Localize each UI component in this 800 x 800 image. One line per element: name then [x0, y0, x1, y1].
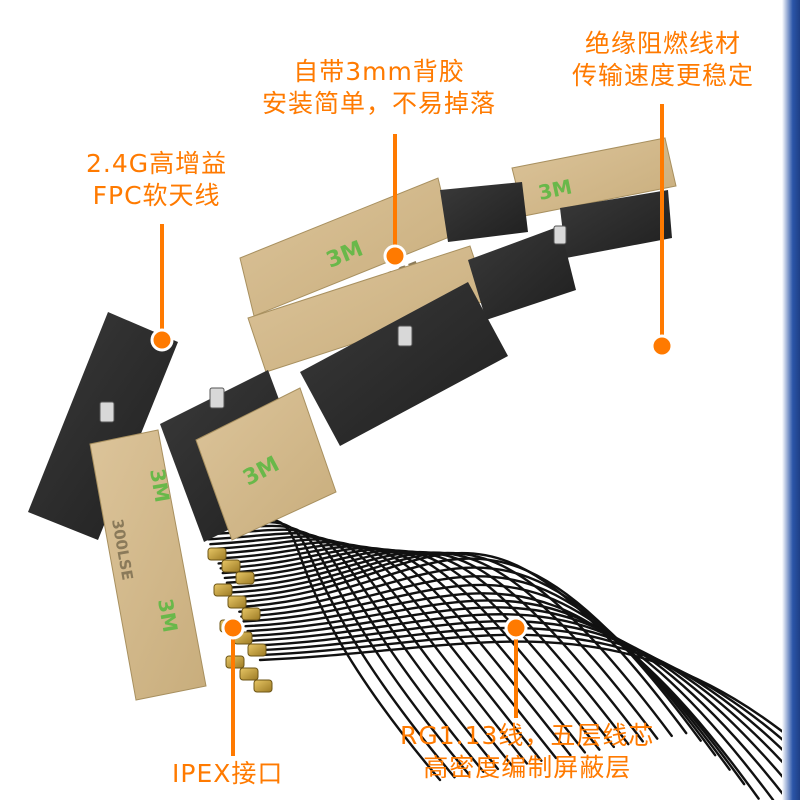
cable	[211, 538, 529, 765]
ipex-connector	[227, 595, 247, 609]
cable	[252, 619, 800, 784]
callout-adhesive: 自带3mm背胶 安装简单，不易掉落	[262, 56, 496, 120]
cable	[244, 592, 760, 800]
cable	[207, 532, 500, 771]
callout-cable-spec: RG1.13线，五层线芯 高密度编制屏蔽层	[400, 720, 654, 784]
callout-markers	[150, 104, 674, 756]
callout-cable-material-line1: 绝缘阻燃线材	[585, 29, 742, 58]
ipex-connector	[241, 607, 261, 621]
cable-bundle	[198, 516, 800, 800]
ipex-connector	[239, 667, 259, 681]
callout-connector-line1: IPEX接口	[172, 759, 284, 788]
tape-piece-center	[247, 226, 576, 446]
callout-antenna-type-line2: FPC软天线	[92, 181, 221, 210]
callout-cable-material: 绝缘阻燃线材 传输速度更稳定	[572, 28, 754, 92]
solder-points	[99, 225, 567, 423]
ipex-connector	[235, 571, 255, 585]
cable	[258, 640, 800, 748]
callout-adhesive-line2: 安装简单，不易掉落	[262, 89, 497, 118]
tape-piece-left-dark	[28, 312, 178, 540]
ipex-connector	[213, 583, 233, 597]
ipex-connector	[253, 679, 273, 693]
tape-brand-print: 3M	[145, 467, 175, 504]
callout-adhesive-line1: 自带3mm背胶	[293, 57, 465, 86]
tape-piece-left-center: 3M	[160, 370, 337, 542]
callout-connector: IPEX接口	[172, 758, 283, 790]
tape-brand-print: 3M	[153, 597, 183, 634]
callout-cable-material-line2: 传输速度更稳定	[572, 61, 755, 90]
cable	[250, 613, 800, 800]
frame-edge	[782, 0, 800, 800]
callout-cable-spec-line2: 高密度编制屏蔽层	[423, 753, 632, 782]
cable	[256, 633, 800, 757]
tape-piece-top-right: 3M	[511, 137, 677, 258]
cable	[248, 606, 789, 800]
tape-piece-left: 3M 300LSE 3M	[89, 429, 207, 701]
callout-antenna-type: 2.4G高增益 FPC软天线	[86, 148, 227, 212]
cable	[246, 599, 775, 800]
ipex-connector	[207, 547, 227, 561]
ipex-connector	[221, 559, 241, 573]
ipex-connector	[247, 643, 267, 657]
cable	[254, 626, 800, 769]
callout-antenna-type-line1: 2.4G高增益	[86, 149, 228, 178]
callout-cable-spec-line1: RG1.13线，五层线芯	[400, 721, 655, 750]
